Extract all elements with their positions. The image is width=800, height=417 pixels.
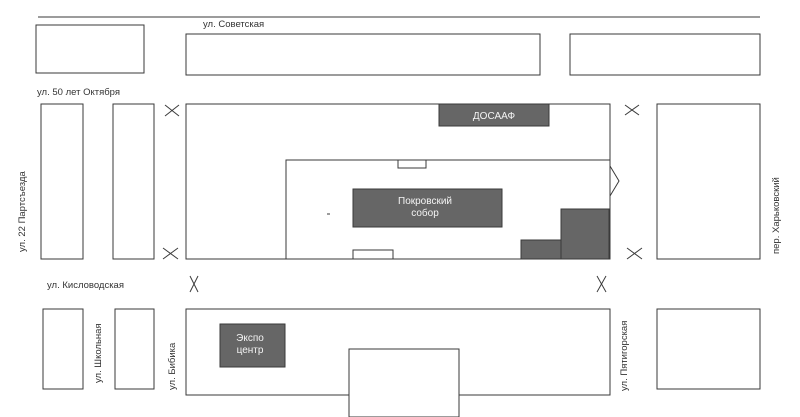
crossing-marker: [596, 275, 607, 293]
street-label-bibika: ул. Бибика: [167, 342, 178, 390]
crossing-marker: [626, 247, 643, 260]
crossing-marker: [162, 247, 179, 260]
block-top-right: [569, 33, 761, 76]
building-annex-left: [520, 239, 562, 260]
street-label-kislovodskaya: ул. Кисловодская: [47, 280, 124, 291]
crossing-marker: [624, 104, 640, 116]
gate-bottom: [352, 249, 394, 260]
block-bottom-right: [656, 308, 761, 390]
building-expo-center: [219, 323, 286, 368]
label-dosaaf: ДОСААФ: [473, 111, 516, 122]
street-label-kharkovsky: пер. Харьковский: [771, 177, 782, 254]
street-label-pyatigorskaya: ул. Пятигорская: [619, 321, 630, 391]
street-label-22-partsezda: ул. 22 Партсъезда: [17, 171, 28, 252]
block-bottom-annex: [348, 348, 460, 417]
block-left-1: [40, 103, 84, 260]
gate-right: [609, 165, 620, 197]
gate-top: [397, 159, 427, 169]
block-central: [185, 103, 611, 260]
street-label-sovetskaya: ул. Советская: [203, 19, 264, 30]
crossing-marker: [189, 275, 199, 293]
block-bottom-left-1: [42, 308, 84, 390]
cathedral-territory-boundary: [285, 159, 610, 259]
label-cathedral-line2: собор: [411, 207, 439, 219]
label-cathedral-line1: Покровский: [398, 196, 452, 207]
building-pokrovsky-cathedral: [352, 188, 503, 228]
street-label-50-let-oktyabrya: ул. 50 лет Октября: [37, 87, 120, 98]
label-expo-line1: Экспо: [236, 333, 264, 344]
block-top-left: [35, 24, 145, 74]
building-annex-right: [560, 208, 610, 260]
crossing-marker: [164, 104, 180, 117]
block-top-center: [185, 33, 541, 76]
block-right: [656, 103, 761, 260]
street-label-shkolnaya: ул. Школьная: [93, 323, 104, 383]
building-dosaaf: [438, 103, 550, 127]
block-left-2: [112, 103, 155, 260]
label-expo-line2: центр: [237, 345, 264, 356]
block-bottom-left-2: [114, 308, 155, 390]
